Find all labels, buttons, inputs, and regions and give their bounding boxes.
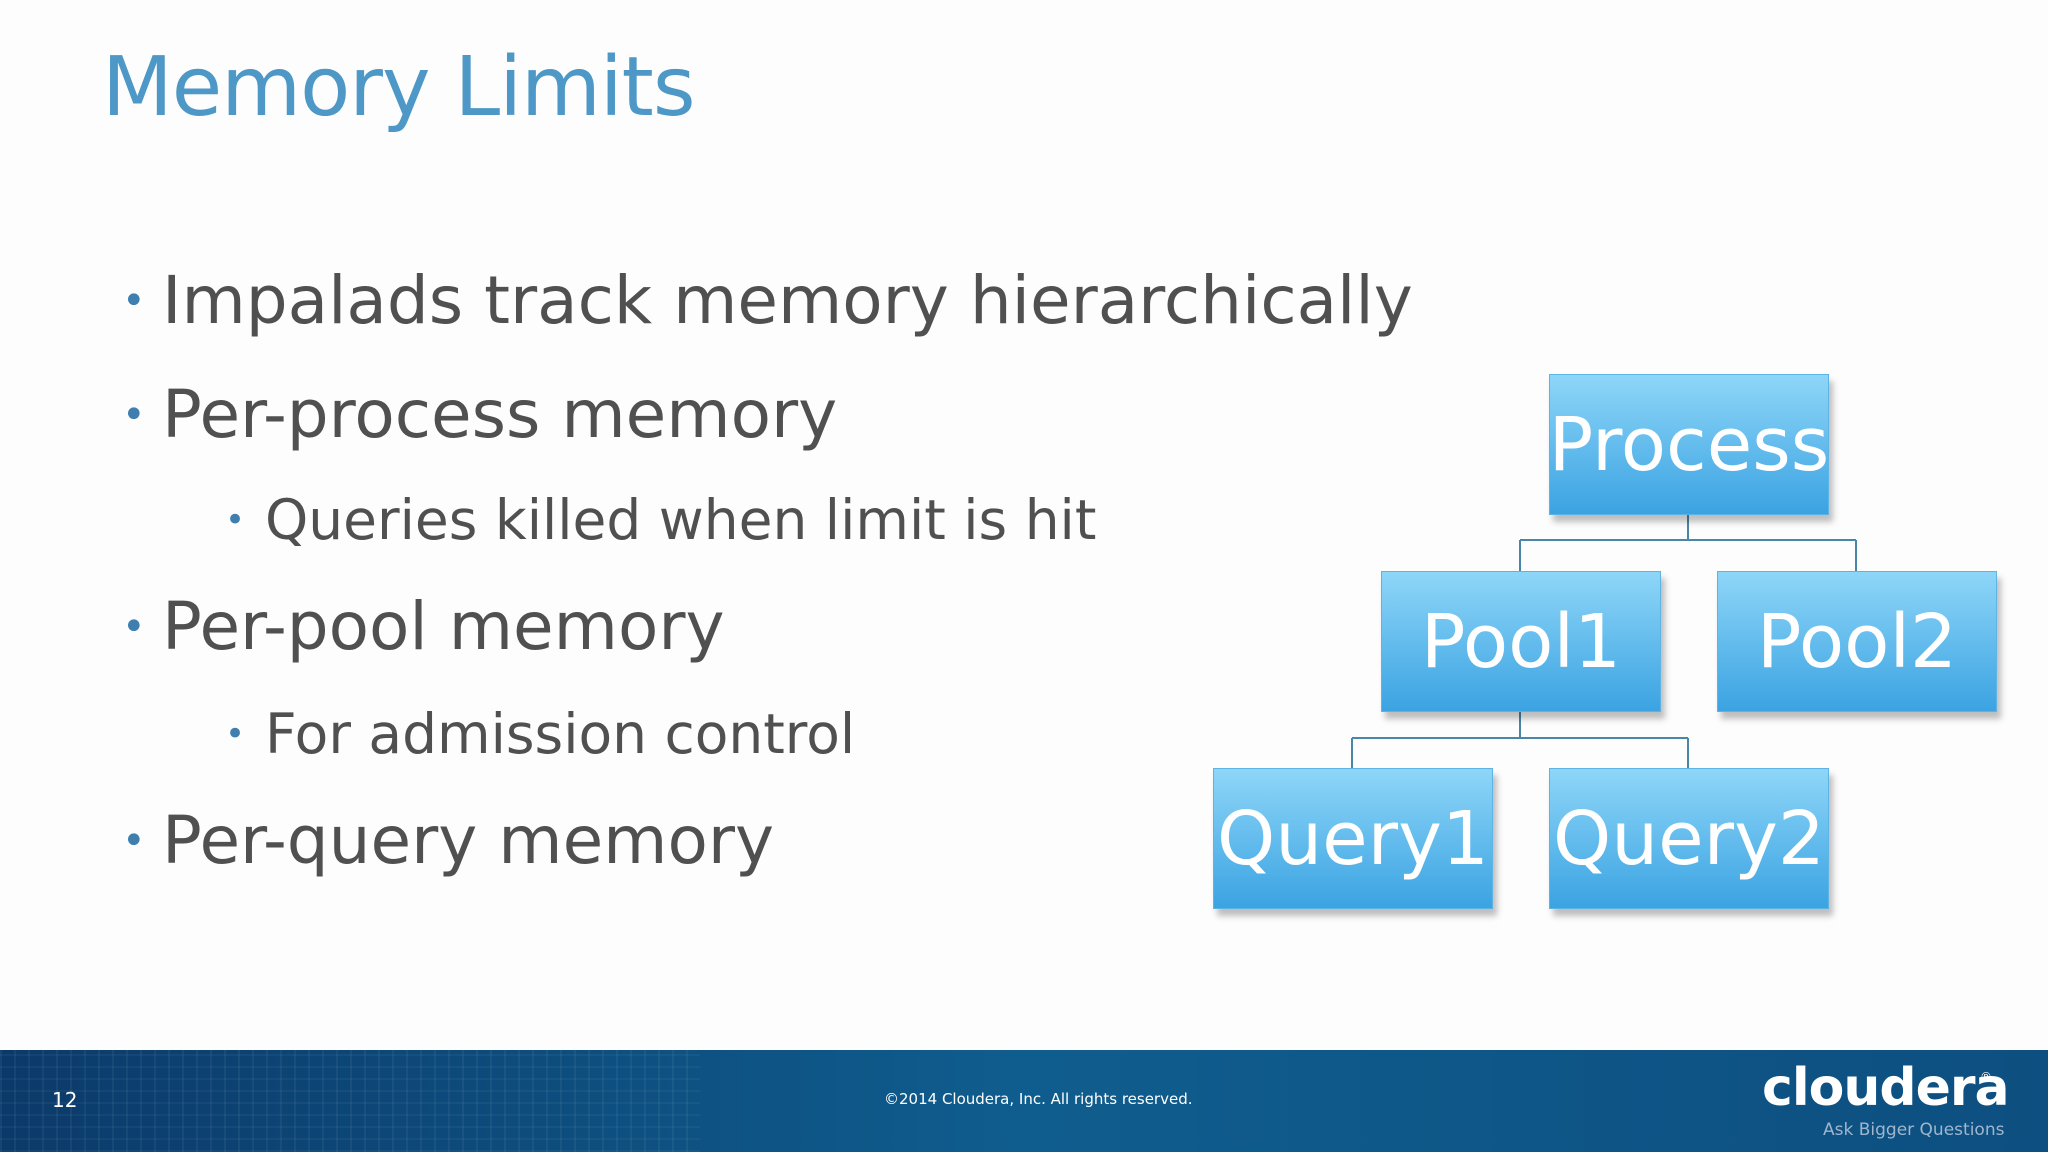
bullet-text: For admission control xyxy=(265,702,856,766)
node-query2: Query2 xyxy=(1549,768,1829,909)
bullet-dot-icon: • xyxy=(225,714,246,754)
node-pool2: Pool2 xyxy=(1717,571,1997,712)
node-process: Process xyxy=(1549,374,1829,515)
logo-tagline: Ask Bigger Questions xyxy=(1823,1120,2005,1140)
bullet-dot-icon: • xyxy=(122,603,146,650)
cloudera-logo: cloudera ® Ask Bigger Questions xyxy=(1762,1058,2012,1148)
logo-wordmark: cloudera xyxy=(1762,1058,2010,1118)
slide-title: Memory Limits xyxy=(102,40,696,135)
footer-bar: 12 ©2014 Cloudera, Inc. All rights reser… xyxy=(0,1050,2048,1152)
copyright-text: ©2014 Cloudera, Inc. All rights reserved… xyxy=(884,1090,1193,1108)
sub-bullet-item: • For admission control xyxy=(225,702,855,766)
bullet-item: • Per-pool memory xyxy=(122,588,725,665)
bullet-text: Impalads track memory hierarchically xyxy=(162,262,1413,339)
bullet-dot-icon: • xyxy=(122,391,146,438)
bullet-dot-icon: • xyxy=(122,817,146,864)
footer-pattern xyxy=(0,1050,700,1152)
bullet-text: Per-query memory xyxy=(162,802,775,879)
bullet-text: Queries killed when limit is hit xyxy=(265,488,1097,552)
registered-mark: ® xyxy=(1980,1070,1992,1084)
node-query1: Query1 xyxy=(1213,768,1493,909)
bullet-item: • Impalads track memory hierarchically xyxy=(122,262,1413,339)
bullet-item: • Per-process memory xyxy=(122,376,837,453)
sub-bullet-item: • Queries killed when limit is hit xyxy=(225,488,1096,552)
bullet-dot-icon: • xyxy=(225,500,246,540)
bullet-dot-icon: • xyxy=(122,277,146,324)
page-number: 12 xyxy=(52,1088,78,1112)
node-pool1: Pool1 xyxy=(1381,571,1661,712)
bullet-item: • Per-query memory xyxy=(122,802,774,879)
bullet-text: Per-pool memory xyxy=(162,588,725,665)
bullet-text: Per-process memory xyxy=(162,376,838,453)
